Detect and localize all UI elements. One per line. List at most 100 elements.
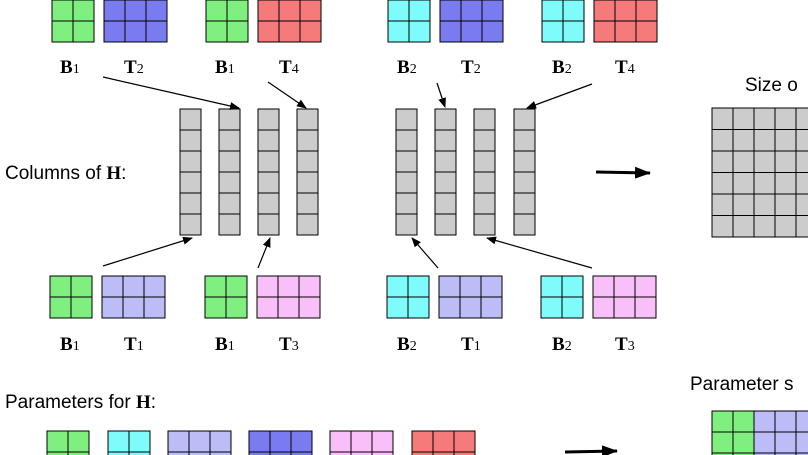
size-grid-matrix-cell [753,172,776,195]
block-t3-bottom-b-cell [613,275,636,298]
columns-of-h [179,108,536,236]
param-t4-cell [453,430,476,453]
parameter-grid [711,410,808,455]
block-b2-top-a-cell [408,0,431,22]
block-b1-top-a-cell [51,0,74,22]
arrow-columns-to-grid [595,166,651,179]
block-t3-bottom-b-cell [592,275,615,298]
column-7-cell [473,213,496,236]
block-t4-top-b-cell [614,20,637,43]
param-t1-cell [209,451,232,455]
block-b1-bottom-b-cell [204,296,227,319]
top-block-row [51,0,658,43]
param-grid-b-cell [711,431,734,454]
block-b2-top-a-cell [408,20,431,43]
size-grid-matrix-cell [732,150,755,173]
block-t4-top-b-cell [593,20,616,43]
parameter-blocks [46,430,476,455]
column-1-cell [179,108,202,131]
param-t3-cell [371,451,394,455]
column-6-cell [434,108,457,131]
block-t1-bottom-b-cell [480,275,503,298]
block-b2-bottom-b-cell [540,296,563,319]
size-grid-matrix [711,107,808,238]
param-t4-cell [411,430,434,453]
column-6 [434,108,457,236]
block-t4-top-cell [299,20,322,43]
label-bottom-6: T1 [461,334,481,355]
column-1-cell [179,171,202,194]
block-t1-bottom-b [438,275,503,319]
param-b2-cell [128,430,151,453]
param-grid-t-cell [795,410,808,433]
block-b1-top-a-cell [72,20,95,43]
block-t1-bottom-cell [143,296,166,319]
param-grid-t-cell [774,452,797,455]
param-grid-b-cell [732,410,755,433]
param-t3 [329,430,394,455]
block-b2-bottom-a-cell [386,296,409,319]
size-grid-matrix-cell [795,172,808,195]
size-grid-matrix-cell [795,193,808,216]
param-t1-cell [209,430,232,453]
column-2 [218,108,241,236]
param-t2-cell [269,430,292,453]
block-t3-bottom-b [592,275,657,319]
block-t1-bottom [101,275,166,319]
block-t4-top [257,0,322,43]
param-grid-t [753,410,808,455]
param-t1-cell [167,451,190,455]
block-b2-top-b-cell [562,0,585,22]
bottom-block-row [49,275,657,319]
block-t2-top-b-cell [439,0,462,22]
param-t3-cell [350,451,373,455]
label-top-5: B2 [397,57,417,78]
block-t3-bottom-cell [298,296,321,319]
block-t4-top-cell [278,20,301,43]
param-t1-cell [188,430,211,453]
block-b2-top-b-cell [562,20,585,43]
size-grid-matrix-cell [732,172,755,195]
label-top-6: T2 [461,57,481,78]
param-t4-cell [411,451,434,455]
label-bottom-7: B2 [552,334,572,355]
size-grid-matrix-cell [774,215,797,238]
block-t3-bottom-cell [277,296,300,319]
arrow-b1t4-to-col [267,81,307,109]
column-4-cell [296,171,319,194]
size-grid-matrix-cell [774,193,797,216]
column-3-cell [257,150,280,173]
column-5-cell [395,129,418,152]
block-t2-top-cell [145,0,168,22]
block-t4-top-cell [257,0,280,22]
size-grid-matrix-cell [732,193,755,216]
block-b1-top-b-cell [205,0,228,22]
block-b2-bottom-b [540,275,584,319]
column-8-cell [513,129,536,152]
param-b1-cell [67,430,90,453]
param-grid-t-cell [753,452,776,455]
arrows [102,76,593,269]
block-t4-top-b-cell [614,0,637,22]
block-t4-top-cell [278,0,301,22]
block-t1-bottom-cell [122,275,145,298]
size-grid-matrix-cell [753,193,776,216]
block-b1-top-a-cell [72,0,95,22]
column-7-cell [473,171,496,194]
column-2-cell [218,192,241,215]
block-b2-bottom-a-cell [407,296,430,319]
column-8-cell [513,150,536,173]
column-5-cell [395,108,418,131]
block-t4-top-b-cell [593,0,616,22]
column-4-cell [296,192,319,215]
column-7 [473,108,496,236]
parameters-for-h-label: Parameters for H: [5,392,156,413]
label-top-8: T4 [615,57,635,78]
arrow-b2t1-to-col [411,237,439,269]
size-grid-matrix-cell [753,215,776,238]
column-8-cell [513,213,536,236]
param-b1 [46,430,90,455]
block-t1-bottom-b-cell [459,275,482,298]
block-t1-bottom-cell [122,296,145,319]
